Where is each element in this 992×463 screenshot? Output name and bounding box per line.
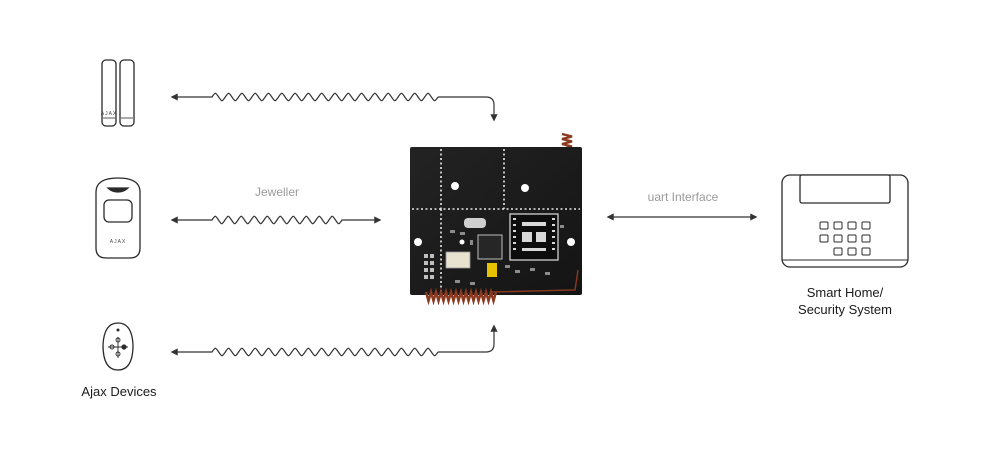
wave-link-bottom	[170, 347, 439, 357]
mounting-holes	[414, 182, 575, 246]
rf-module	[509, 213, 559, 261]
smart-home-label-line1: Smart Home/	[807, 285, 884, 300]
uart-interface-label: uart Interface	[648, 190, 719, 204]
mcu-chip	[477, 234, 503, 260]
wave-link-middle	[170, 215, 382, 225]
keypad-buttons	[819, 221, 871, 256]
motion-sensor-brand-mark: AJAX	[110, 239, 127, 245]
board-dashes	[412, 149, 580, 293]
door-sensor-brand-mark: AJAX	[101, 111, 118, 117]
links	[170, 92, 758, 357]
rf-module-pads	[513, 218, 555, 251]
capacitor-yellow	[487, 263, 497, 277]
bottom-antenna-coil	[424, 287, 498, 306]
crystal	[464, 218, 486, 228]
connector-top	[438, 96, 498, 122]
antenna-wire	[491, 269, 579, 293]
connector-white	[445, 251, 471, 269]
key-fob-icon	[102, 322, 134, 371]
door-window-sensor-icon: AJAX	[101, 59, 135, 127]
security-keypad-icon	[781, 174, 909, 268]
uartbridge-board-icon	[410, 132, 582, 306]
pin-header	[424, 254, 434, 279]
motion-detector-icon: AJAX	[95, 177, 141, 259]
wave-link-top	[170, 92, 439, 102]
smart-home-label-line2: Security System	[798, 302, 892, 317]
jeweller-label: Jeweller	[255, 185, 299, 199]
smd-components	[450, 225, 564, 285]
connector-bottom	[438, 324, 498, 353]
ajax-devices-label: Ajax Devices	[81, 384, 157, 399]
